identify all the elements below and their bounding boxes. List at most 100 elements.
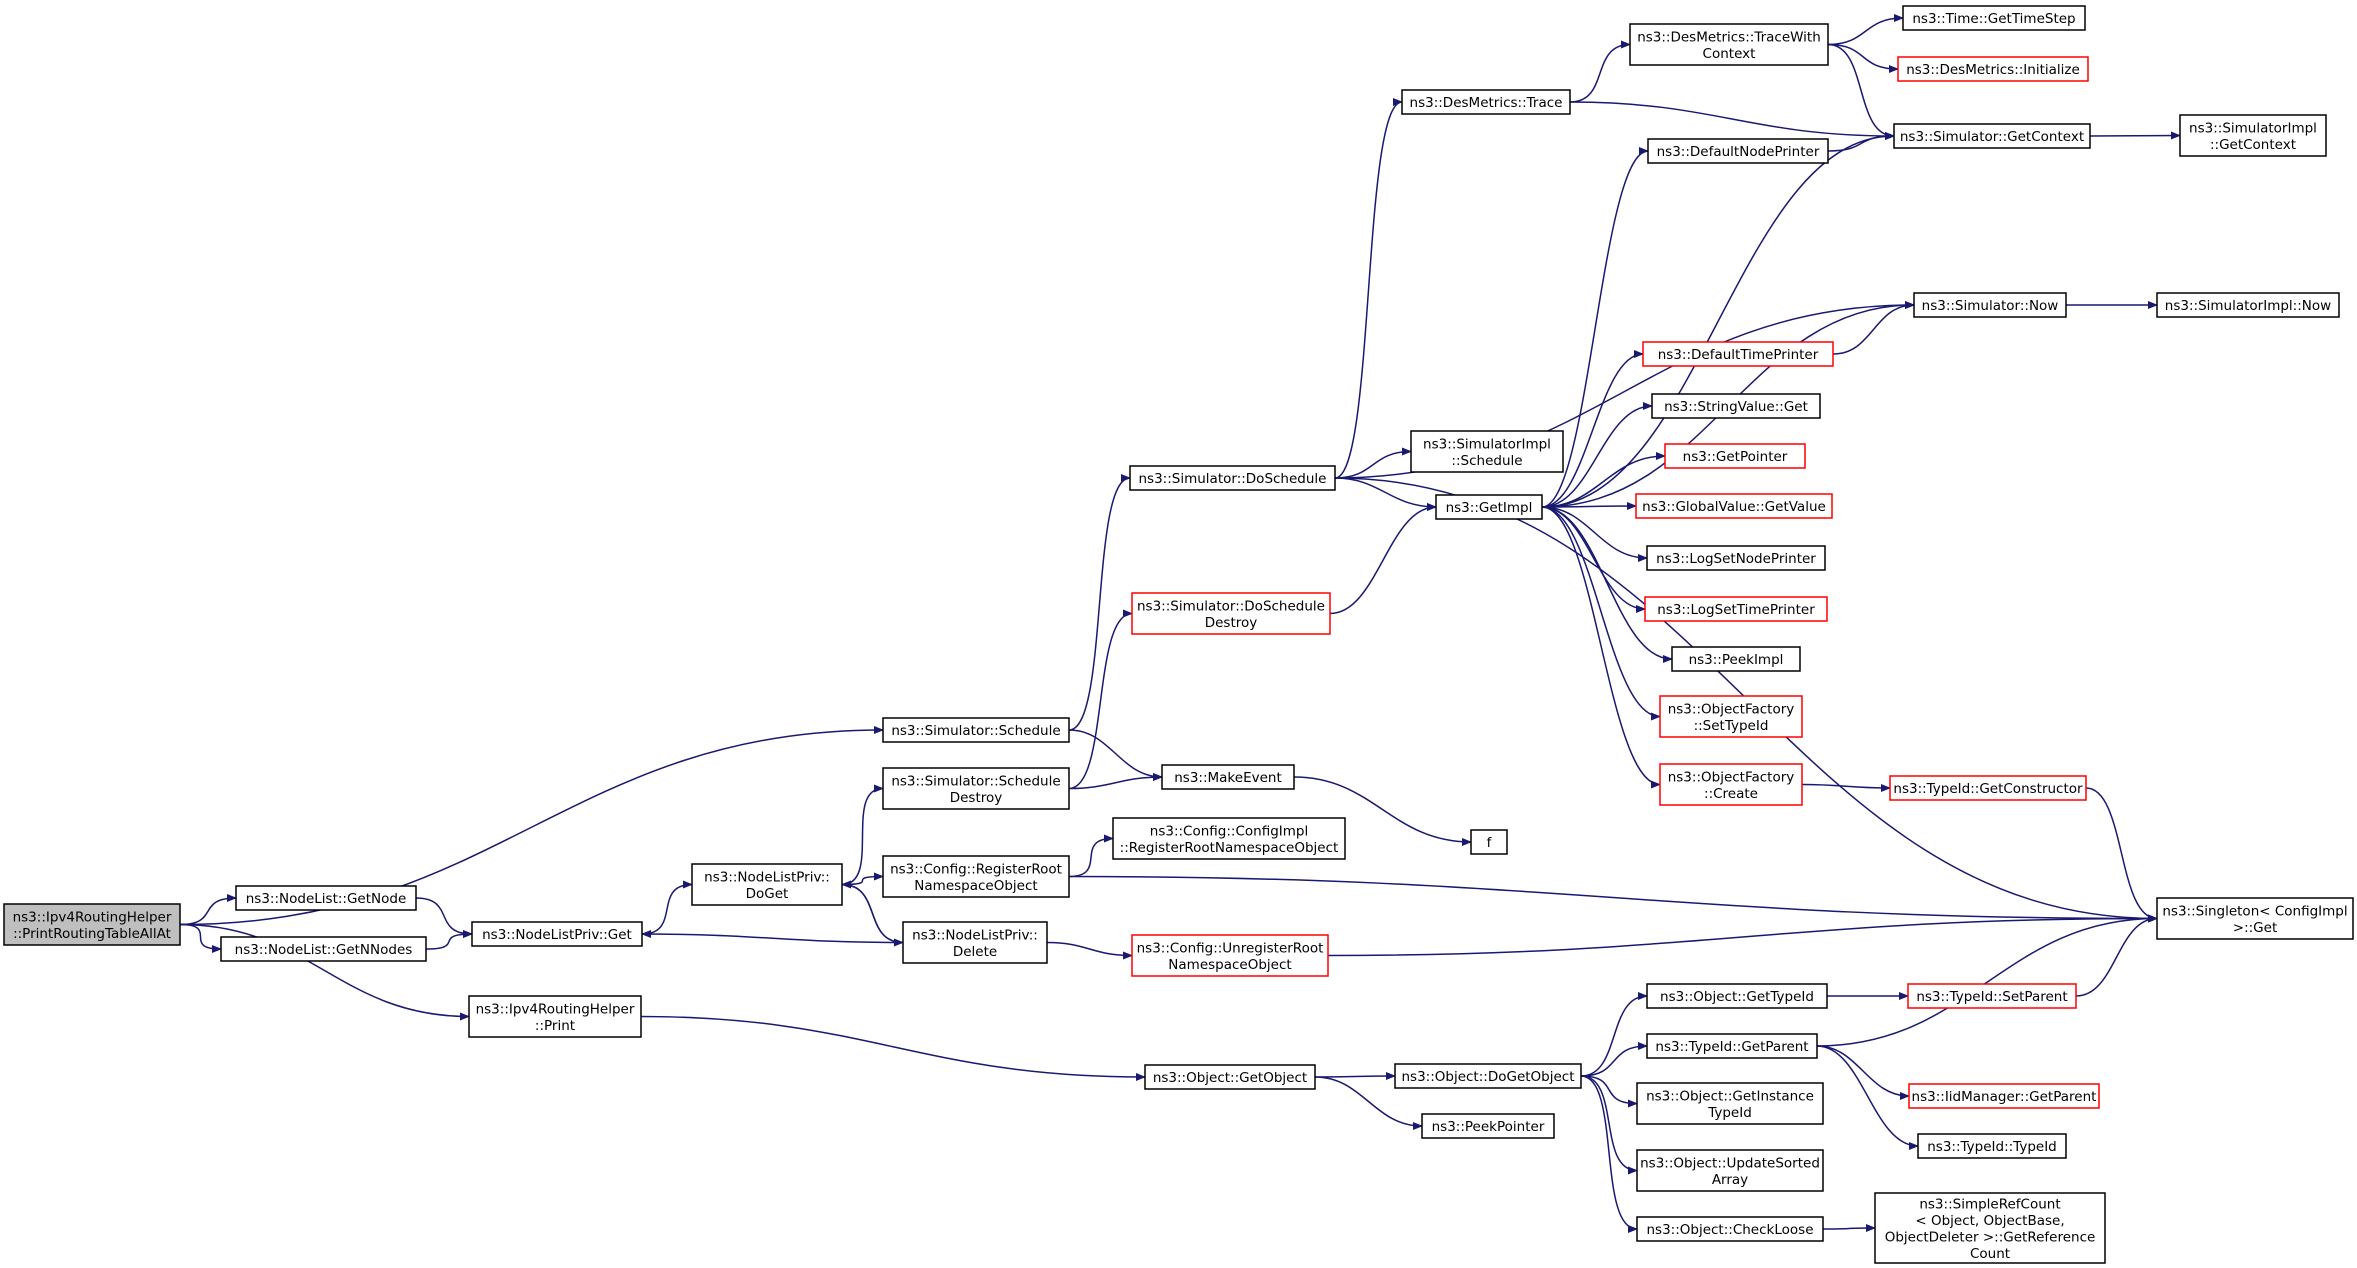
node-label: ::RegisterRootNamespaceObject [1120,840,1339,856]
node-label: TypeId [1707,1105,1752,1121]
node-box [471,921,643,947]
node-label: ns3::Simulator::DoSchedule [1137,598,1325,614]
edge-getimpl-to-peekimpl [1541,506,1673,663]
node-simimplgetctx[interactable]: ns3::SimulatorImpl::GetContext [2179,114,2327,157]
node-nlpget[interactable]: ns3::NodeListPriv::Get [471,921,643,947]
edge-ofcreate-to-typeidgetctor [1801,783,1891,792]
edge-typeidgetctor-to-singleton [2085,787,2158,923]
node-label: ::GetContext [2210,137,2296,153]
node-box [1435,494,1543,520]
edge-makeevent-to-f [1293,776,1472,846]
edge-getnnodes-to-nlpget [425,930,473,950]
node-label: ::Schedule [1451,453,1522,469]
edge-schedule-to-makeevent [1068,729,1163,781]
node-timegetstep[interactable]: ns3::Time::GetTimeStep [1902,5,2086,31]
node-iidgetparent[interactable]: ns3::IidManager::GetParent [1908,1083,2100,1109]
node-cfgimplreg[interactable]: ns3::Config::ConfigImpl::RegisterRootNam… [1112,817,1346,860]
node-makeevent[interactable]: ns3::MakeEvent [1161,764,1295,790]
node-label: ns3::LogSetTimePrinter [1657,602,1815,618]
node-label: ns3::Ipv4RoutingHelper [476,1001,635,1017]
node-label: ns3::SimulatorImpl::Now [2165,298,2331,314]
node-label: ::Create [1704,786,1758,802]
node-objcheckloose[interactable]: ns3::Object::CheckLoose [1636,1216,1824,1242]
node-peekpointer[interactable]: ns3::PeekPointer [1421,1113,1555,1139]
node-deftimeprinter[interactable]: ns3::DefaultTimePrinter [1642,341,1834,367]
node-desinit[interactable]: ns3::DesMetrics::Initialize [1897,56,2089,82]
edge-nlpdelete-to-unregroot [1046,941,1133,960]
node-objdogetobject[interactable]: ns3::Object::DoGetObject [1394,1063,1582,1089]
node-getpointer[interactable]: ns3::GetPointer [1664,443,1806,469]
node-label: ns3::Time::GetTimeStep [1912,11,2075,27]
node-unregroot[interactable]: ns3::Config::UnregisterRootNamespaceObje… [1131,934,1329,977]
node-logsetnodeprinter[interactable]: ns3::LogSetNodePrinter [1646,545,1826,571]
node-typeidsetparent[interactable]: ns3::TypeId::SetParent [1907,983,2077,1009]
node-getimpl[interactable]: ns3::GetImpl [1435,494,1543,520]
node-typeidtypeid[interactable]: ns3::TypeId::TypeId [1917,1133,2067,1159]
node-typeidgetparent[interactable]: ns3::TypeId::GetParent [1646,1033,1818,1059]
node-box [468,995,642,1038]
node-simimplnow[interactable]: ns3::SimulatorImpl::Now [2156,292,2340,318]
node-label: ns3::TypeId::TypeId [1927,1139,2057,1155]
node-singleton[interactable]: ns3::Singleton< ConfigImpl >::Get [2156,897,2354,940]
node-f[interactable]: f [1470,829,1508,855]
node-objgettypeid[interactable]: ns3::Object::GetTypeId [1646,983,1828,1009]
node-ofcreate[interactable]: ns3::ObjectFactory::Create [1659,763,1803,806]
node-getnnodes[interactable]: ns3::NodeList::GetNNodes [220,936,427,962]
node-print[interactable]: ns3::Ipv4RoutingHelper::Print [468,995,642,1038]
node-nlpdelete[interactable]: ns3::NodeListPriv::Delete [902,921,1048,964]
node-label: ns3::IidManager::GetParent [1912,1089,2097,1105]
edge-getnode-to-nlpget [415,897,473,938]
node-simplerefcount[interactable]: ns3::SimpleRefCount< Object, ObjectBase,… [1874,1192,2106,1264]
node-box [1671,646,1801,672]
node-box [1421,1113,1555,1139]
node-objgetobject[interactable]: ns3::Object::GetObject [1144,1064,1316,1090]
node-simimplsched[interactable]: ns3::SimulatorImpl::Schedule [1410,430,1564,473]
node-ofsettypeid[interactable]: ns3::ObjectFactory::SetTypeId [1659,695,1803,738]
edge-doschedule-to-getimpl [1334,477,1437,511]
node-defnodeprinter[interactable]: ns3::DefaultNodePrinter [1647,138,1829,164]
node-label: ns3::Object::GetTypeId [1660,989,1814,1005]
node-label: f [1487,835,1493,851]
node-label: Array [1712,1172,1748,1188]
node-label: ns3::GetPointer [1683,449,1788,465]
node-label: ns3::DesMetrics::Initialize [1906,62,2080,78]
node-root[interactable]: ns3::Ipv4RoutingHelper::PrintRoutingTabl… [3,903,181,946]
node-label: ns3::Simulator::Schedule [891,723,1060,739]
edge-typeidgetparent-to-iidgetparent [1816,1045,1910,1100]
node-simnow[interactable]: ns3::Simulator::Now [1913,292,2067,318]
node-stringvalueget[interactable]: ns3::StringValue::Get [1651,393,1821,419]
node-box [1908,1083,2100,1109]
edges-layer [179,14,2181,1233]
node-regroot[interactable]: ns3::Config::RegisterRootNamespaceObject [882,855,1070,898]
node-box [1659,763,1803,806]
node-doschedule[interactable]: ns3::Simulator::DoSchedule [1129,465,1336,491]
node-peekimpl[interactable]: ns3::PeekImpl [1671,646,1801,672]
node-box [1646,983,1828,1009]
node-simgetctx[interactable]: ns3::Simulator::GetContext [1893,123,2091,149]
node-label: ns3::Singleton< ConfigImpl [2162,903,2347,919]
node-label: ObjectDeleter >::GetReference [1885,1229,2096,1245]
node-box [1902,5,2086,31]
node-doget[interactable]: ns3::NodeListPriv::DoGet [691,863,843,906]
edge-schedule-to-doschedule [1068,474,1131,731]
node-label: >::Get [2233,920,2277,936]
node-typeidgetctor[interactable]: ns3::TypeId::GetConstructor [1889,775,2087,801]
node-destrace[interactable]: ns3::DesMetrics::Trace [1401,89,1571,115]
edge-getimpl-to-logsettimeprinter [1541,506,1646,613]
node-schedule[interactable]: ns3::Simulator::Schedule [882,717,1070,743]
node-box [1646,1033,1818,1059]
node-gvgetvalue[interactable]: ns3::GlobalValue::GetValue [1635,493,1833,519]
node-getnode[interactable]: ns3::NodeList::GetNode [235,885,417,911]
node-box [1642,341,1834,367]
edge-objgetobject-to-objdogetobject [1314,1072,1396,1081]
node-box [1664,443,1806,469]
node-label: ns3::NodeList::GetNode [246,891,407,907]
node-label: ns3::Simulator::Schedule [891,773,1060,789]
node-logsettimeprinter[interactable]: ns3::LogSetTimePrinter [1644,596,1828,622]
